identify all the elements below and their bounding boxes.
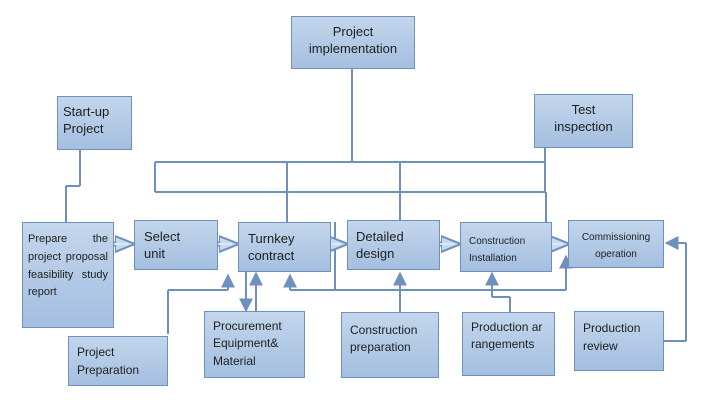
test-inspection-label: Test inspection	[554, 102, 613, 134]
select-unit-label: Select unit	[144, 229, 181, 261]
detailed-design-label: Detailed design	[356, 229, 404, 261]
project-preparation-box: Project Preparation	[68, 336, 168, 386]
production-arrangements-label: Production arrangements	[471, 320, 543, 352]
commissioning-operation-label: Commissioning operation	[581, 232, 651, 260]
procurement-label: Procurement Equipment& Material	[213, 319, 282, 368]
construction-preparation-label: Construction preparation	[350, 323, 418, 355]
project-implementation-label: Project implementation	[308, 24, 398, 56]
turnkey-contract-box: Turnkey contract	[238, 222, 331, 272]
procurement-box: Procurement Equipment& Material	[204, 311, 305, 378]
project-preparation-label: Project Preparation	[77, 345, 140, 377]
construction-installation-label: Construction Installation	[469, 236, 526, 264]
prepare-report-label: Prepare the project proposal feasibility…	[28, 233, 108, 299]
startup-project-box: Start-up Project	[57, 96, 132, 150]
detailed-design-box: Detailed design	[347, 220, 440, 270]
production-arrangements-box: Production arrangements	[462, 312, 555, 376]
turnkey-contract-label: Turnkey contract	[248, 231, 295, 263]
production-review-box: Production review	[574, 311, 664, 371]
prepare-report-box: Prepare the project proposal feasibility…	[22, 222, 114, 328]
startup-project-label: Start-up Project	[63, 104, 110, 136]
connector-lines	[65, 69, 687, 342]
select-unit-box: Select unit	[134, 220, 218, 270]
project-implementation-box: Project implementation	[291, 16, 415, 69]
construction-preparation-box: Construction preparation	[341, 312, 439, 378]
production-review-label: Production review	[583, 321, 641, 353]
commissioning-operation-box: Commissioning operation	[568, 220, 664, 268]
construction-installation-box: Construction Installation	[460, 222, 552, 272]
test-inspection-box: Test inspection	[534, 94, 633, 148]
